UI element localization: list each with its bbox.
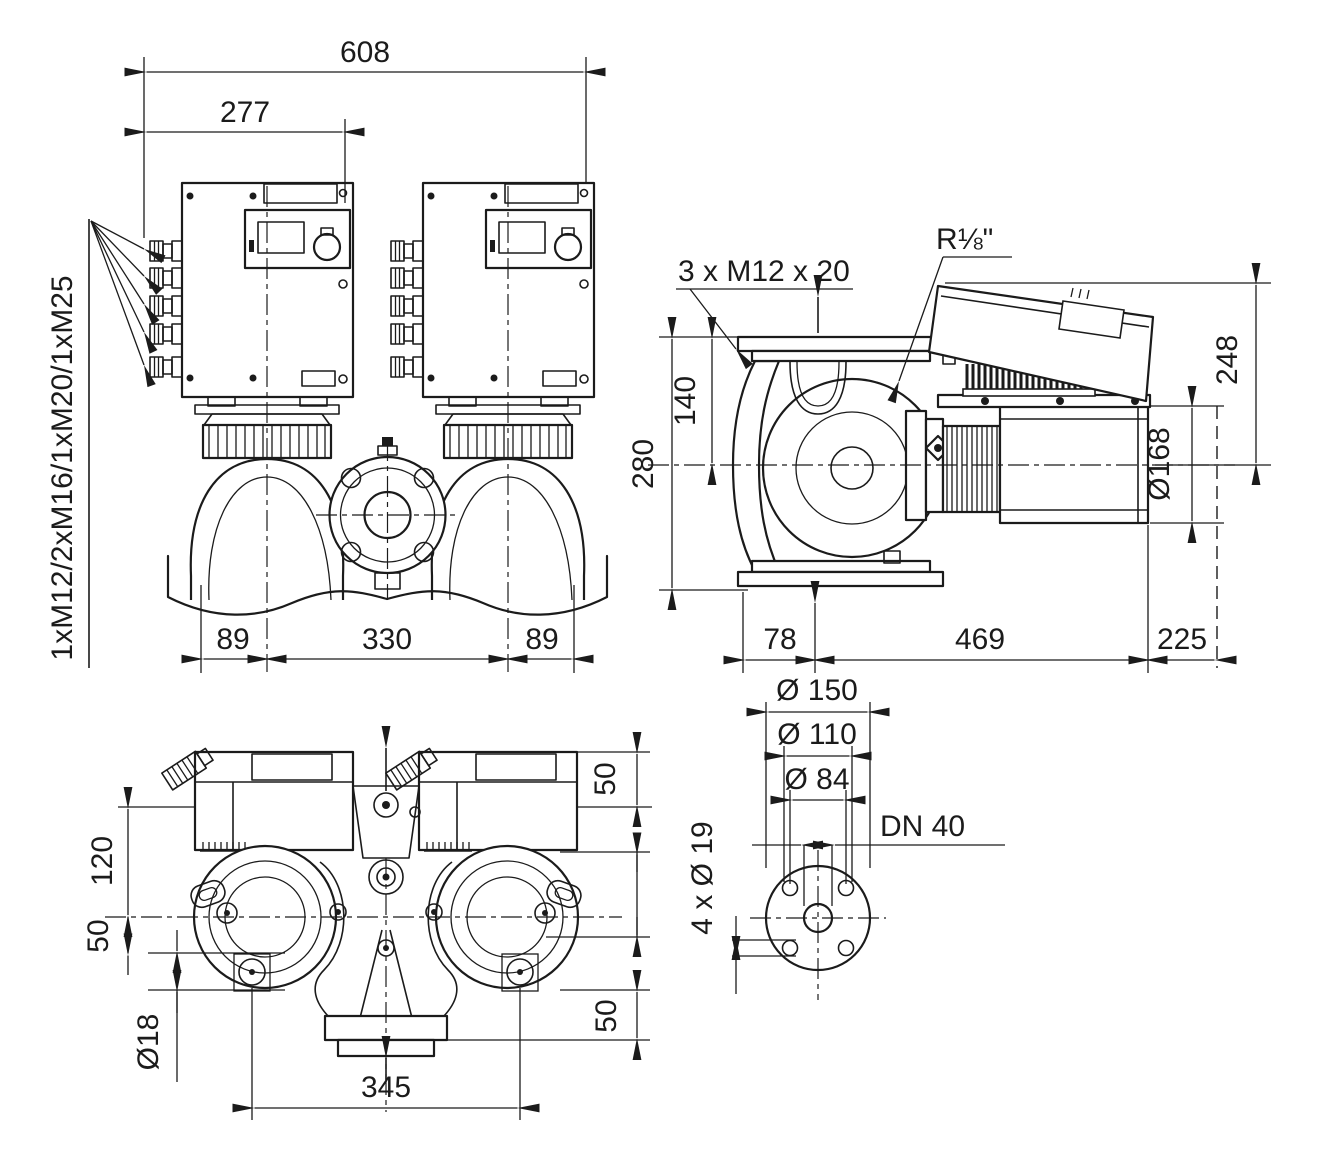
dim-axis-to-face: 78: [763, 623, 796, 656]
dim-foot-spacing: 345: [361, 1071, 411, 1104]
dim-raised-face: Ø 84: [784, 763, 849, 796]
side-annotations: 3 x M12 x 20 R⅛": [676, 223, 1012, 404]
dim-foot-hole: Ø18: [132, 1014, 165, 1071]
plan-dimensions: 120 50 Ø18 50 50 345: [82, 732, 652, 1120]
center-flange: [166, 437, 609, 616]
dim-foot-right: 89: [525, 623, 558, 656]
plan-module-left: [160, 744, 355, 853]
dim-flange-to-flange: 280: [627, 439, 660, 489]
side-dimensions: 280 140 248 Ø168 78 469 225: [627, 263, 1271, 673]
plan-view: 120 50 Ø18 50 50 345: [82, 726, 652, 1120]
label-flange-screws: 3 x M12 x 20: [678, 255, 850, 288]
dim-motor-diameter: Ø168: [1143, 427, 1176, 500]
dim-bolt-circle: Ø 110: [777, 718, 857, 751]
dim-overall-width: 608: [340, 36, 390, 69]
top-flange: [736, 335, 956, 365]
flange-face: [750, 850, 886, 1000]
dim-axis-to-foot: 50: [82, 919, 115, 952]
dim-flange-to-axis: 140: [669, 376, 702, 426]
label-vent-thread: R⅛": [936, 223, 993, 256]
flange-dimensions: Ø 150 Ø 110 Ø 84 DN 40 4 x Ø 19: [686, 674, 1005, 994]
dim-module-width: 277: [220, 96, 270, 129]
pump-unit-right: [391, 183, 594, 672]
front-dimensions: 608 277 89 330 89: [124, 36, 606, 673]
lantern-and-seal: [904, 409, 1002, 522]
dim-outer-diameter: Ø 150: [776, 674, 858, 707]
dim-face-to-axis: 120: [86, 836, 119, 886]
dim-clearance: 225: [1157, 623, 1207, 656]
dim-foot-left: 89: [216, 623, 249, 656]
dim-axis-to-top: 248: [1211, 335, 1244, 385]
control-module-side: [927, 284, 1155, 403]
cable-gland-callout: 1xM12/2xM16/1xM20/1xM25: [46, 219, 166, 668]
dim-axis-to-motor-end: 469: [955, 623, 1005, 656]
plan-module-right: [384, 744, 579, 853]
side-view: 3 x M12 x 20 R⅛" 280 140 248 Ø168: [627, 223, 1271, 673]
cable-gland-label: 1xM12/2xM16/1xM20/1xM25: [46, 275, 79, 660]
label-bolt-holes: 4 x Ø 19: [686, 821, 719, 934]
flange-detail-view: Ø 150 Ø 110 Ø 84 DN 40 4 x Ø 19: [686, 674, 1005, 1000]
dim-bottom-offset: 50: [590, 999, 623, 1032]
bottom-flange: [736, 550, 945, 588]
pump-unit-left: [150, 183, 353, 672]
dim-port-spacing: 330: [362, 623, 412, 656]
label-nominal-bore: DN 40: [880, 810, 965, 843]
front-view: 1xM12/2xM16/1xM20/1xM25 608 277 89 330 8…: [46, 36, 609, 673]
dim-top-offset: 50: [589, 762, 622, 795]
